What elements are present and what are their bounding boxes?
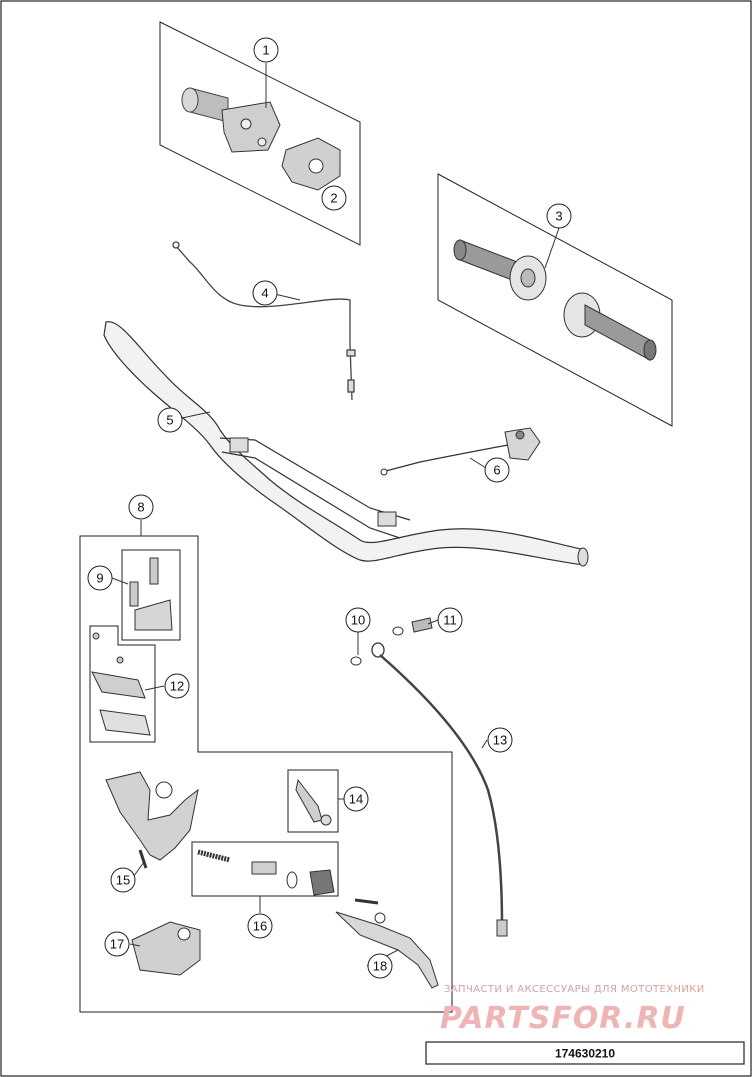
callout-14: 14 [343,786,369,812]
callout-17: 17 [104,931,130,957]
callout-18: 15 [110,867,136,893]
svg-text:6: 6 [493,463,500,478]
callouts: 1 2 3 4 5 6 8 9 10 11 12 13 14 15 16 17 … [87,37,572,979]
svg-text:13: 13 [493,733,507,748]
callout-2: 1 [253,37,279,63]
callout-8: 10 [345,607,371,633]
callout-16: 16 [247,913,273,939]
callout-10: 13 [487,727,513,753]
svg-text:2: 2 [330,191,337,206]
callout-4: 3 [546,203,572,229]
svg-text:5: 5 [166,413,173,428]
svg-text:16: 16 [253,919,267,934]
reference-box [425,1041,745,1065]
kill-switch [380,427,541,476]
throttle-cable [172,241,356,401]
callout-11: 8 [128,494,154,520]
handlebar [103,321,589,567]
svg-text:4: 4 [261,286,268,301]
callout-15: 18 [367,953,393,979]
callout-13: 12 [164,673,190,699]
brake-hose [350,617,508,937]
callout-12: 9 [87,565,113,591]
reference-number: 174630210 [555,1047,615,1061]
callout-9: 11 [437,607,463,633]
callout-3: 2 [321,185,347,211]
svg-text:18: 18 [373,959,387,974]
svg-text:12: 12 [170,679,184,694]
svg-text:10: 10 [351,613,365,628]
svg-text:14: 14 [349,792,363,807]
svg-text:8: 8 [137,500,144,515]
svg-text:1: 1 [262,43,269,58]
watermark-tagline: ЗАПЧАСТИ И АКСЕССУАРЫ ДЛЯ МОТОТЕХНИКИ [444,984,705,995]
throttle-panel [159,21,361,246]
svg-text:9: 9 [96,571,103,586]
svg-text:17: 17 [110,937,124,952]
watermark-logo: PARTSFOR.RU [440,1001,686,1036]
brake-master-panel [79,535,453,1013]
svg-text:3: 3 [555,209,562,224]
grips-panel [437,173,673,427]
svg-text:15: 15 [116,873,130,888]
callout-5: 4 [252,280,278,306]
callout-6: 6 [484,457,510,483]
leader-lines [111,63,560,967]
svg-text:11: 11 [443,613,457,628]
callout-1: 5 [157,407,183,433]
